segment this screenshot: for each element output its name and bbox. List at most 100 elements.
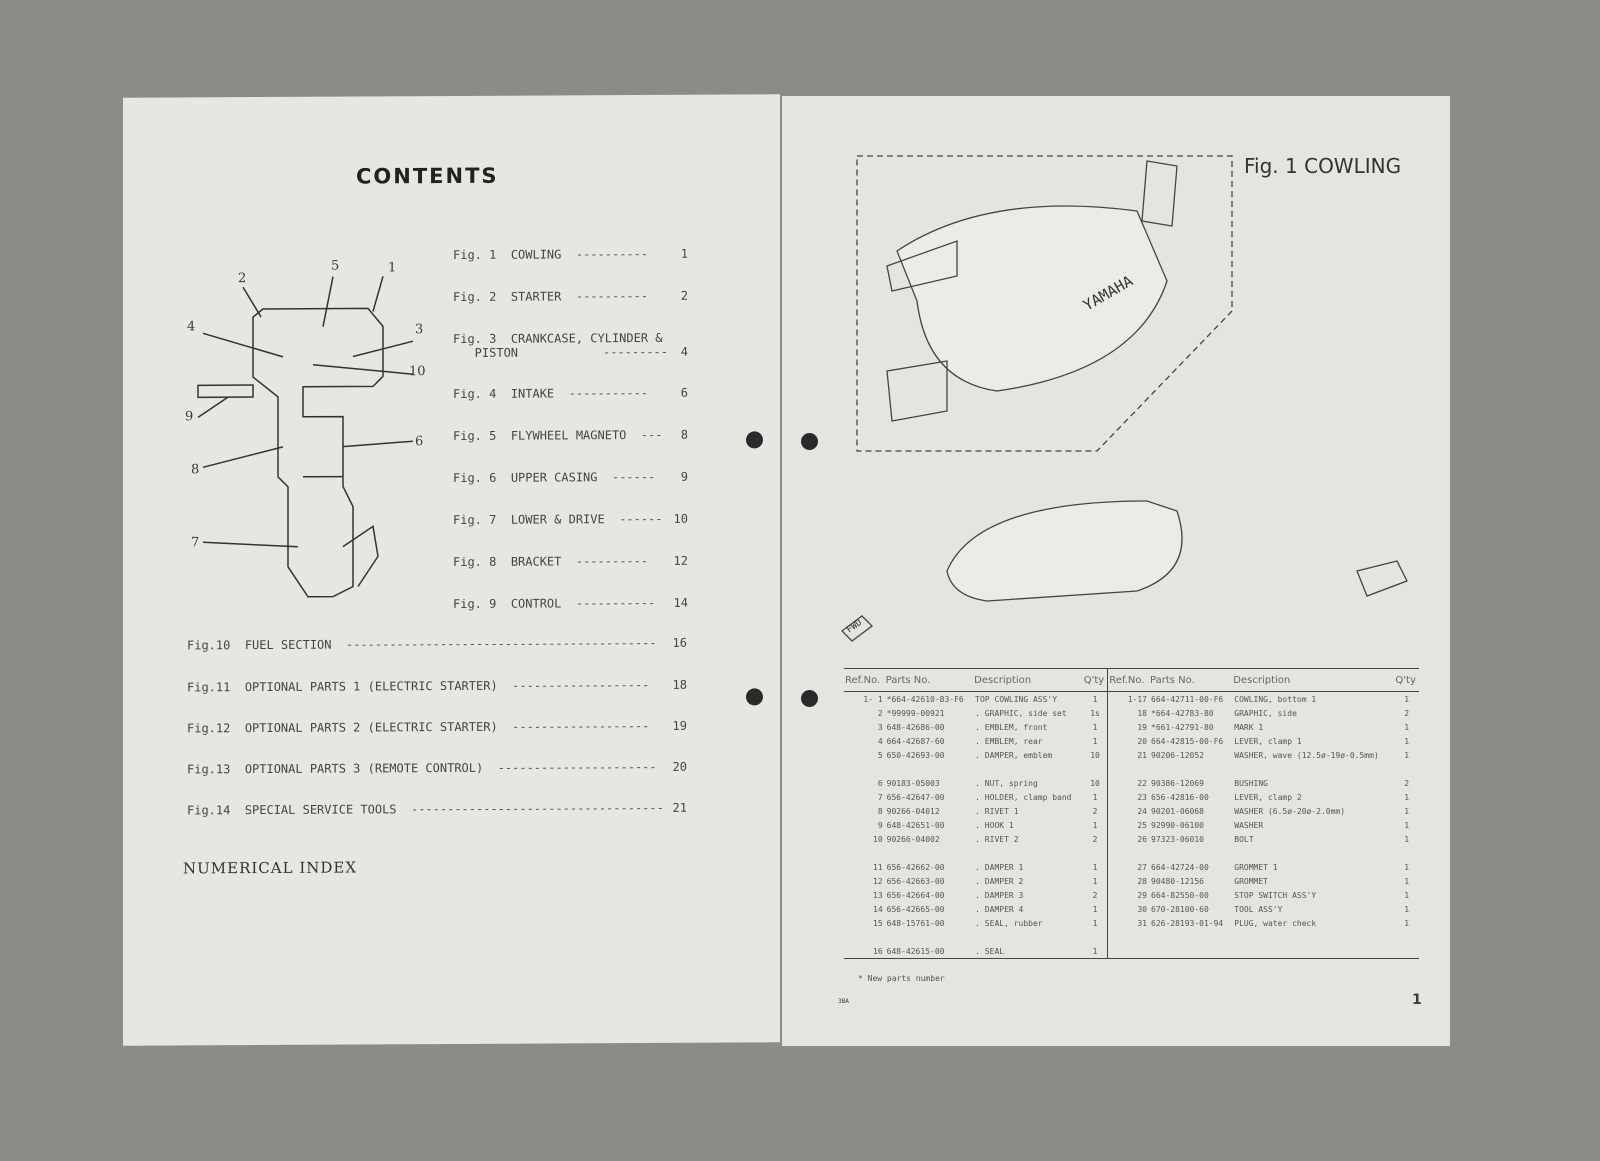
callout: 8 <box>191 462 200 478</box>
toc-name: UPPER CASING <box>510 470 598 485</box>
parts-no: 90266-04002 <box>886 834 940 844</box>
toc-name: FUEL SECTION <box>244 637 332 653</box>
ref-no <box>1107 930 1149 944</box>
ref-no: 25 <box>1107 818 1149 832</box>
parts-no: 648-42615-00 <box>886 946 945 956</box>
parts-no: 656-42663-00 <box>886 876 945 886</box>
toc-fig: Fig.11 <box>187 680 231 695</box>
binder-hole <box>801 433 818 450</box>
col-parts: Parts No. <box>1149 668 1233 692</box>
col-parts: Parts No. <box>884 668 974 692</box>
toc-dashes: ---------- <box>575 288 649 304</box>
parts-no <box>1149 846 1232 860</box>
description: STOP SWITCH ASS'Y <box>1234 890 1317 900</box>
toc-fig: Fig.12 <box>187 721 231 736</box>
toc-fig: Fig. 2 <box>453 289 497 304</box>
callout: 3 <box>415 322 424 338</box>
toc-name: CONTROL <box>510 596 562 611</box>
description: . HOLDER, clamp band <box>975 792 1072 802</box>
toc-entry: Fig. 9 CONTROL -----------14 <box>453 596 688 611</box>
description: GRAPHIC, side <box>1234 708 1297 718</box>
description: WASHER, wave (12.5ø-19ø-0.5mm) <box>1234 750 1379 760</box>
toc-page: 19 <box>672 718 687 733</box>
description <box>1232 944 1394 959</box>
toc-dashes: ---------- <box>575 553 649 569</box>
description: . GRAPHIC, side set <box>975 708 1067 718</box>
toc-fig: Fig.10 <box>187 638 231 653</box>
toc-fig: Fig. 7 <box>453 512 497 527</box>
col-ref: Ref.No. <box>1107 668 1149 692</box>
description <box>973 846 1083 860</box>
parts-no: 670-28100-60 <box>1151 904 1209 914</box>
ref-no: 16 <box>873 946 883 956</box>
description: BOLT <box>1234 834 1254 844</box>
figure-title: Fig. 1 COWLING <box>1244 154 1402 178</box>
qty: 1 <box>1404 834 1410 844</box>
toc-page: 2 <box>680 288 688 303</box>
parts-no: 648-42651-00 <box>886 820 945 830</box>
description: LEVER, clamp 2 <box>1234 792 1302 802</box>
ref-no <box>1107 762 1149 776</box>
parts-no: 664-42724-00 <box>1151 862 1209 872</box>
toc-entry: Fig. 8 BRACKET ----------12 <box>453 554 688 569</box>
qty: 2 <box>1092 834 1098 844</box>
description: WASHER <box>1234 820 1264 830</box>
toc-page: 18 <box>672 677 687 692</box>
toc-page: 8 <box>680 427 688 442</box>
fwd-arrow-label: FWD <box>845 618 864 636</box>
qty <box>1083 762 1108 776</box>
right-page: Fig. 1 COWLING YAMAHA FWD Ref.No. Parts … <box>782 96 1450 1046</box>
binder-hole <box>801 690 818 707</box>
qty: 2 <box>1404 708 1410 718</box>
numerical-index-heading: NUMERICAL INDEX <box>183 858 358 878</box>
description: . RIVET 1 <box>975 806 1019 816</box>
qty: 1 <box>1092 722 1098 732</box>
toc-name: COWLING <box>510 247 562 262</box>
parts-no <box>1149 762 1232 776</box>
description: COWLING, bottom 1 <box>1234 694 1317 704</box>
qty <box>1394 762 1419 776</box>
ref-no: 7 <box>877 792 883 802</box>
qty <box>1394 944 1419 959</box>
ref-no: 30 <box>1107 902 1149 916</box>
toc-entry: Fig. 4 INTAKE -----------6 <box>453 386 688 401</box>
description <box>973 930 1083 944</box>
parts-no: *661-42791-80 <box>1151 722 1214 732</box>
parts-table: Ref.No. Parts No. Description Q'ty Ref.N… <box>844 668 1419 959</box>
ref-no: 1-17 <box>1107 691 1149 706</box>
qty: 10 <box>1090 750 1100 760</box>
parts-no: 90480-12156 <box>1151 876 1204 886</box>
toc-fig: Fig.13 <box>187 762 231 777</box>
toc-entry: Fig. 6 UPPER CASING ------9 <box>453 470 688 485</box>
ref-no <box>844 846 885 860</box>
qty: 1 <box>1092 862 1098 872</box>
parts-no: 90183-05003 <box>886 778 940 788</box>
ref-no: 18 <box>1107 706 1149 720</box>
qty <box>1394 846 1419 860</box>
toc-name: OPTIONAL PARTS 2 (ELECTRIC STARTER) <box>244 719 498 736</box>
parts-no: 664-42687-60 <box>886 736 945 746</box>
toc-page: 14 <box>673 595 688 610</box>
description: LEVER, clamp 1 <box>1234 736 1302 746</box>
ref-no: 5 <box>877 750 883 760</box>
parts-no: *99999-00921 <box>886 708 945 718</box>
toc-dashes: ----------------------------------------… <box>345 635 657 652</box>
callout: 1 <box>388 260 397 276</box>
toc-entry: Fig. 1 COWLING ----------1 <box>453 247 688 262</box>
toc-name: OPTIONAL PARTS 1 (ELECTRIC STARTER) <box>244 678 498 695</box>
toc-entry: Fig. 7 LOWER & DRIVE ------10 <box>453 512 688 527</box>
ref-no: 23 <box>1107 790 1149 804</box>
ref-no: 20 <box>1107 734 1149 748</box>
toc-name: INTAKE <box>510 386 555 401</box>
toc-page: 12 <box>673 553 688 568</box>
qty <box>1394 930 1419 944</box>
